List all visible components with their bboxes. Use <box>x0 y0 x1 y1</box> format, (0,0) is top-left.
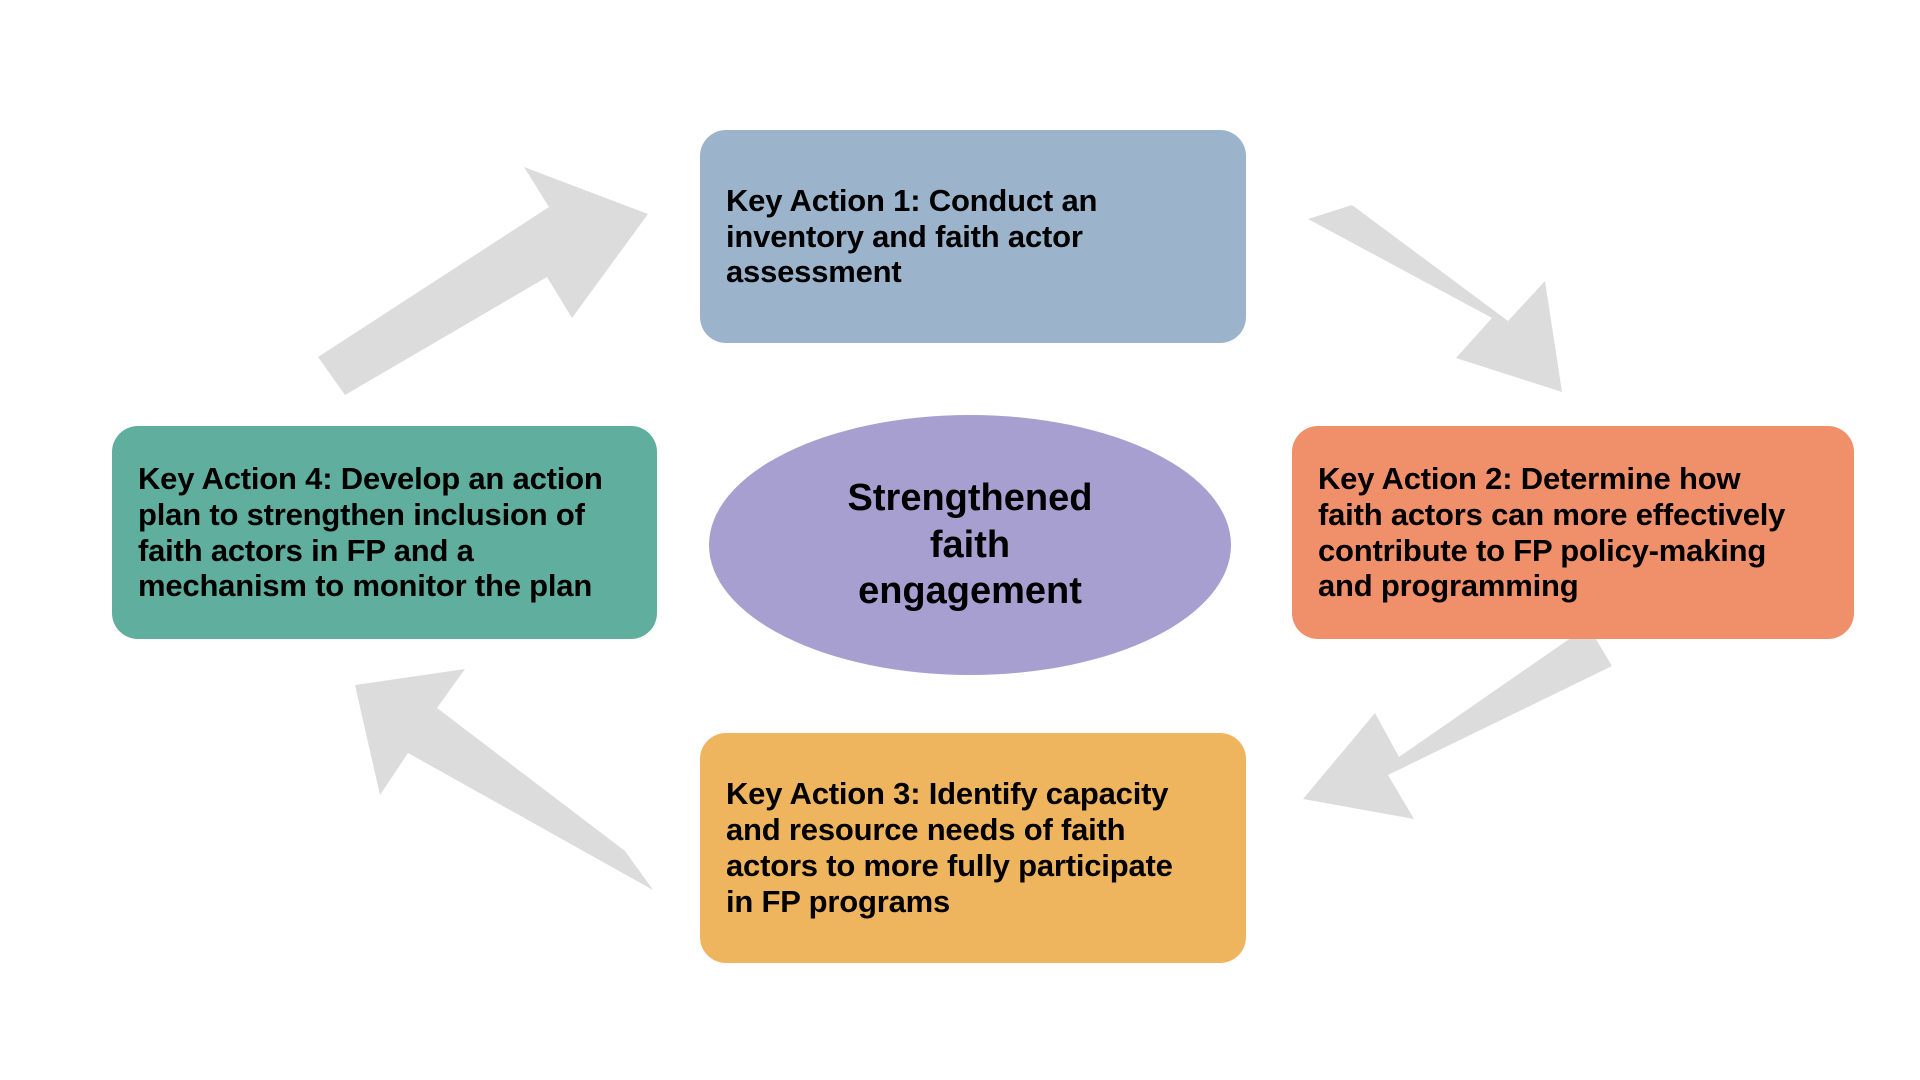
node-key-action-3-label: Key Action 3: Identify capacity and reso… <box>726 776 1173 919</box>
node-key-action-1[interactable]: Key Action 1: Conduct an inventory and f… <box>700 130 1246 343</box>
center-ellipse[interactable]: Strengthened faith engagement <box>709 415 1231 675</box>
node-key-action-2-label: Key Action 2: Determine how faith actors… <box>1318 460 1786 604</box>
arrow-key-action-3-to-key-action-4 <box>355 669 653 890</box>
center-ellipse-label: Strengthened faith engagement <box>847 477 1093 613</box>
arrow-key-action-2-to-key-action-3 <box>1303 626 1612 819</box>
arrow-key-action-4-to-key-action-1 <box>318 167 648 395</box>
node-key-action-3[interactable]: Key Action 3: Identify capacity and reso… <box>700 733 1246 963</box>
node-key-action-4[interactable]: Key Action 4: Develop an action plan to … <box>112 426 657 639</box>
node-key-action-1-label: Key Action 1: Conduct an inventory and f… <box>726 182 1098 290</box>
node-key-action-2[interactable]: Key Action 2: Determine how faith actors… <box>1292 426 1854 639</box>
arrow-key-action-1-to-key-action-2 <box>1308 205 1562 392</box>
node-key-action-4-label: Key Action 4: Develop an action plan to … <box>138 460 603 604</box>
